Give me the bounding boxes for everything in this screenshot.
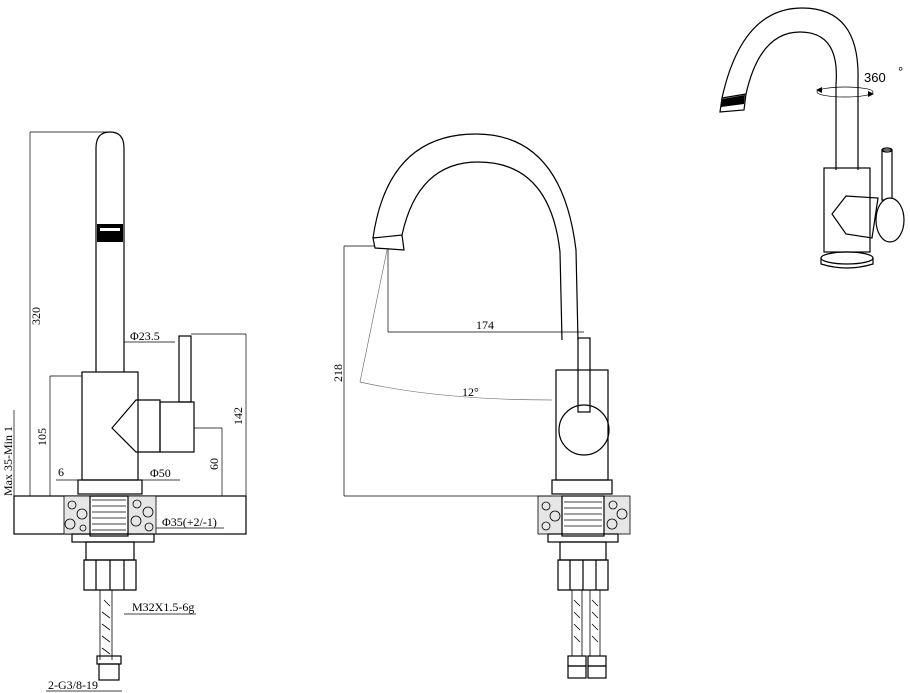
iso-spout-inner bbox=[745, 31, 837, 170]
dim-218: 218 bbox=[331, 364, 345, 382]
front-body bbox=[555, 369, 609, 481]
isometric-view: 360 ° bbox=[719, 7, 905, 269]
dim-thread: M32X1.5-6g bbox=[132, 600, 194, 614]
front-shank bbox=[561, 495, 605, 537]
front-spout-outer bbox=[372, 133, 579, 341]
dim-320: 320 bbox=[29, 307, 43, 325]
iso-base bbox=[820, 251, 874, 265]
side-body bbox=[81, 371, 139, 481]
dim-tube-diameter: Φ23.5 bbox=[130, 329, 160, 343]
dim-142: 142 bbox=[231, 407, 245, 425]
dim-105: 105 bbox=[35, 428, 49, 446]
front-view: 218 174 12° bbox=[331, 133, 631, 679]
side-lever bbox=[178, 335, 192, 403]
side-view: 320 Φ23.5 142 105 60 6 Φ50 Max 35-Min 1 … bbox=[1, 131, 247, 692]
side-mount-nut bbox=[71, 533, 155, 543]
side-aerator bbox=[97, 224, 123, 242]
degree-mark: ° bbox=[898, 64, 903, 79]
iso-handle-cap bbox=[875, 197, 905, 243]
dim-6: 6 bbox=[58, 465, 64, 479]
iso-lever bbox=[881, 149, 893, 201]
flow-line bbox=[359, 249, 388, 383]
iso-spout-outer bbox=[721, 7, 859, 170]
dim-angle: 12° bbox=[462, 385, 479, 399]
front-hoses bbox=[571, 590, 601, 656]
side-hose bbox=[99, 590, 113, 660]
dim-rotation: 360 bbox=[864, 70, 886, 85]
iso-handle-hub bbox=[831, 195, 879, 239]
iso-body bbox=[823, 167, 871, 253]
side-spout-tube bbox=[95, 131, 125, 372]
front-mount-nut bbox=[547, 533, 619, 543]
side-handle-hub bbox=[111, 399, 161, 453]
side-handle-cap bbox=[159, 401, 195, 453]
front-handle-hub bbox=[558, 404, 610, 456]
front-base-ring bbox=[551, 479, 613, 495]
dim-base-diameter: Φ50 bbox=[150, 466, 171, 480]
dim-60: 60 bbox=[207, 458, 221, 470]
front-nut-fingers bbox=[557, 559, 609, 591]
dim-deck-thickness: Max 35-Min 1 bbox=[1, 426, 15, 496]
dim-174: 174 bbox=[476, 318, 494, 332]
dim-hole-diameter: Φ35(+2/-1) bbox=[162, 515, 217, 529]
side-nut-fingers bbox=[83, 559, 137, 591]
dim-hose-connection: 2-G3/8-19 bbox=[48, 678, 98, 692]
iso-aerator bbox=[719, 93, 747, 113]
iso-rotation-ring bbox=[816, 86, 874, 98]
front-spout-inner bbox=[401, 161, 563, 341]
front-lever bbox=[577, 337, 591, 413]
side-shank bbox=[89, 495, 129, 537]
angle-arc bbox=[359, 381, 553, 401]
front-aerator bbox=[372, 234, 405, 251]
side-base-ring bbox=[77, 479, 143, 495]
